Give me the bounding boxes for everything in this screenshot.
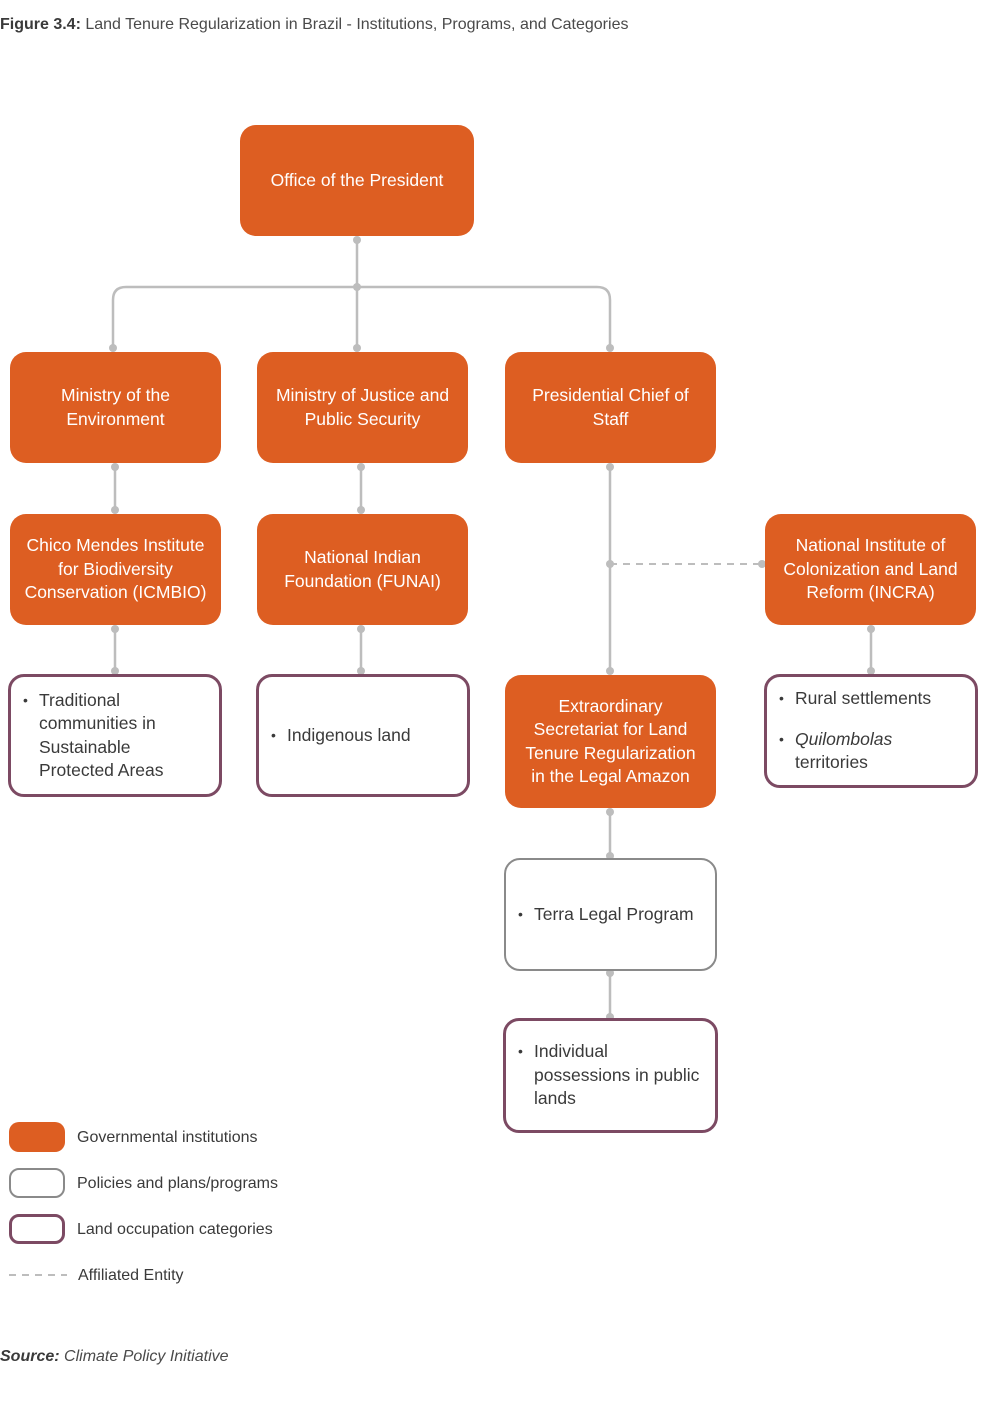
connector-dot (353, 344, 361, 352)
node-label: Presidential Chief of Staff (532, 385, 689, 429)
list-item: Quilombolas territories (767, 728, 975, 775)
node-label: Ministry of Justice and Public Security (275, 385, 450, 429)
legend-swatch-occupation (9, 1214, 65, 1244)
legend-label-affiliated: Affiliated Entity (78, 1267, 184, 1284)
node-rural-quilombolas: Rural settlements Quilombolas territories (764, 674, 978, 788)
legend-swatch-affiliated (9, 1274, 67, 1276)
node-office-of-president: Office of the President (240, 125, 474, 236)
connector-dot (111, 463, 119, 471)
list-item: Traditional communities in Sustainable P… (11, 689, 169, 783)
list-item: Rural settlements (767, 687, 975, 711)
connector-dot (111, 506, 119, 514)
connector-dot (867, 667, 875, 675)
legend-swatch-policies (9, 1168, 65, 1198)
connector-dot (606, 969, 614, 977)
node-traditional-communities: Traditional communities in Sustainable P… (8, 674, 222, 797)
list-item: Indigenous land (259, 724, 467, 748)
node-terra-legal-program: Terra Legal Program (504, 858, 717, 971)
legend-label-policies: Policies and plans/programs (77, 1175, 278, 1192)
connector-dot (111, 667, 119, 675)
node-label: Ministry of the Environment (61, 385, 170, 429)
connector-dot (357, 667, 365, 675)
legend-label-governmental: Governmental institutions (77, 1129, 258, 1146)
node-label: National Institute of Colonization and L… (783, 535, 958, 603)
connector-dot (111, 625, 119, 633)
node-icmbio: Chico Mendes Institute for Biodiversity … (10, 514, 221, 625)
node-individual-possessions: Individual possessions in public lands (503, 1018, 718, 1133)
list-item: Terra Legal Program (506, 903, 715, 927)
list-item: Individual possessions in public lands (506, 1040, 707, 1111)
figure-title: Figure 3.4: Land Tenure Regularization i… (0, 16, 628, 34)
node-extraordinary-secretariat: Extraordinary Secretariat for Land Tenur… (505, 675, 716, 808)
node-label: Office of the President (270, 169, 444, 190)
quilombolas-term: Quilombolas (795, 728, 893, 749)
connector-dot (357, 463, 365, 471)
node-incra: National Institute of Colonization and L… (765, 514, 976, 625)
node-label: National Indian Foundation (FUNAI) (284, 547, 441, 591)
connector-dot (606, 463, 614, 471)
connector-dot (758, 560, 766, 568)
connector-dot (353, 236, 361, 244)
quilombolas-suffix: territories (795, 752, 868, 773)
connector-branch (111, 285, 612, 349)
source-text: Climate Policy Initiative (64, 1348, 229, 1365)
connector-dot (606, 808, 614, 816)
figure-label: Figure 3.4: (0, 16, 81, 33)
connector-dot (867, 625, 875, 633)
node-funai: National Indian Foundation (FUNAI) (257, 514, 468, 625)
legend-label-occupation: Land occupation categories (77, 1221, 273, 1238)
connector-dot (606, 560, 614, 568)
connector-dot (357, 625, 365, 633)
connector-dot (353, 283, 361, 291)
connector-dot (606, 667, 614, 675)
node-indigenous-land: Indigenous land (256, 674, 470, 797)
connector-dot (109, 344, 117, 352)
source-label: Source: (0, 1348, 60, 1365)
legend-swatch-governmental (9, 1122, 65, 1152)
node-label: Extraordinary Secretariat for Land Tenur… (525, 695, 696, 787)
source-note: Source: Climate Policy Initiative (0, 1348, 229, 1366)
node-ministry-environment: Ministry of the Environment (10, 352, 221, 463)
node-chief-of-staff: Presidential Chief of Staff (505, 352, 716, 463)
connector-dot (606, 344, 614, 352)
node-ministry-justice: Ministry of Justice and Public Security (257, 352, 468, 463)
node-label: Chico Mendes Institute for Biodiversity … (24, 535, 207, 603)
figure-title-text: Land Tenure Regularization in Brazil - I… (85, 16, 629, 33)
connector-dot (357, 506, 365, 514)
